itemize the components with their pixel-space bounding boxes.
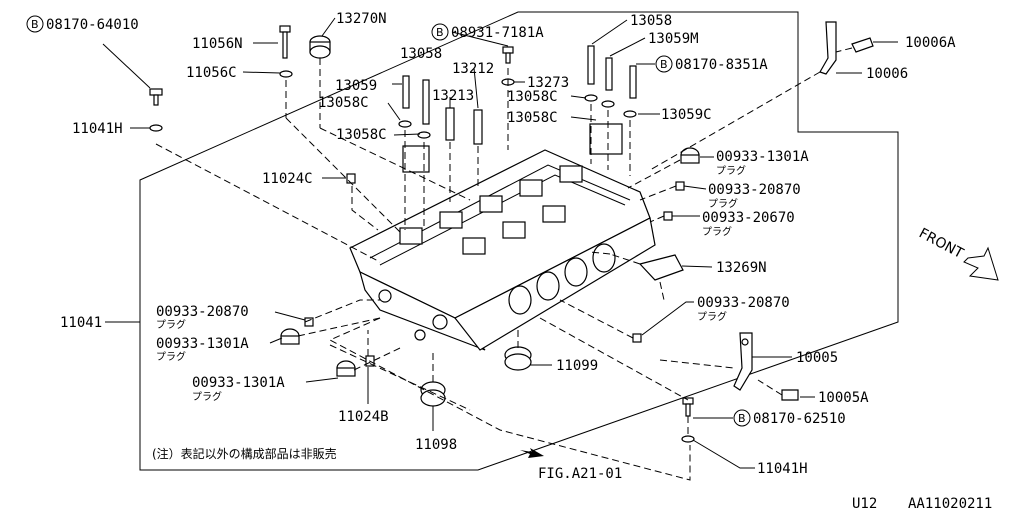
svg-text:B: B — [660, 58, 668, 71]
svg-text:B: B — [738, 412, 746, 425]
plug-text-7: プラグ — [192, 390, 222, 403]
label-10005: 10005 — [796, 350, 838, 366]
label-11056C: 11056C — [186, 65, 237, 81]
plug-text-6: プラグ — [156, 350, 186, 363]
label-00933-20670: 00933-20670 — [702, 210, 795, 226]
label-13213: 13213 — [432, 88, 474, 104]
label-13212: 13212 — [452, 61, 494, 77]
bolt-08931-7181A — [502, 46, 514, 64]
svg-text:B: B — [31, 18, 39, 31]
bracket-10005 — [733, 332, 799, 401]
footnote: (注）表記以外の構成部品は非販売 — [152, 446, 337, 461]
label-11098: 11098 — [415, 437, 457, 453]
label-08931-7181A: 08931-7181A — [451, 25, 544, 41]
plug-00933-20670 — [663, 211, 673, 221]
label-10006: 10006 — [866, 66, 908, 82]
footer-model-code: U12 — [852, 496, 877, 512]
label-13059C: 13059C — [661, 107, 712, 123]
front-marker: FRONT — [916, 225, 999, 281]
label-13058C-lower-left: 13058C — [336, 127, 387, 143]
plug-text-3: プラグ — [702, 225, 732, 238]
leader-lines — [102, 17, 898, 469]
label-08170-62510: 08170-62510 — [753, 411, 846, 427]
b-mark-08170-62510: B — [733, 409, 751, 427]
label-13269N: 13269N — [716, 260, 767, 276]
pin-11024C — [346, 173, 356, 184]
b-mark-08170-64010: B — [26, 15, 44, 33]
label-11099: 11099 — [556, 358, 598, 374]
label-13273: 13273 — [527, 75, 569, 91]
plug-00933-1301A-right — [680, 147, 700, 164]
label-13058-right: 13058 — [630, 13, 672, 29]
shield-13269N — [638, 254, 684, 281]
b-mark-08931-7181A: B — [431, 23, 449, 41]
bracket-10006 — [819, 21, 874, 75]
label-00933-20870-left: 00933-20870 — [156, 304, 249, 320]
label-00933-20870-right: 00933-20870 — [708, 182, 801, 198]
label-08170-64010: 08170-64010 — [46, 17, 139, 33]
label-13058-left: 13058 — [400, 46, 442, 62]
dashed-lines — [155, 47, 853, 481]
washer-11056C — [279, 70, 293, 78]
label-00933-20870-lower-right: 00933-20870 — [697, 295, 790, 311]
label-13058C-upper-right: 13058C — [507, 89, 558, 105]
washer-11041H-top — [149, 124, 163, 132]
plug-00933-20870-lower — [632, 333, 642, 343]
svg-text:B: B — [436, 26, 444, 39]
label-11024B: 11024B — [338, 409, 389, 425]
label-11024C: 11024C — [262, 171, 313, 187]
fig-reference-arrow — [520, 448, 544, 458]
label-13059M: 13059M — [648, 31, 699, 47]
b-mark-08170-8351A: B — [655, 55, 673, 73]
washer-11041H-bottom — [681, 435, 695, 443]
label-10005A: 10005A — [818, 390, 869, 406]
seal-11098 — [420, 381, 446, 407]
plug-text-4: プラグ — [697, 310, 727, 323]
bolt-08170-64010 — [149, 88, 163, 106]
label-11041H-bottom: 11041H — [757, 461, 808, 477]
seal-11099 — [504, 346, 532, 371]
footer-diagram-code: AA11020211 — [908, 496, 992, 512]
label-00933-1301A-left: 00933-1301A — [156, 336, 249, 352]
cylinder-head — [349, 149, 656, 351]
front-label: FRONT — [916, 225, 966, 262]
label-11056N: 11056N — [192, 36, 243, 52]
studs-left-group — [398, 75, 483, 173]
studs-right-group — [584, 45, 637, 155]
plug-00933-1301A-left — [280, 328, 300, 345]
plug-text-1: プラグ — [716, 164, 746, 177]
label-13059-left: 13059 — [335, 78, 377, 94]
label-10006A: 10006A — [905, 35, 956, 51]
label-08170-8351A: 08170-8351A — [675, 57, 768, 73]
label-00933-1301A-lower-left: 00933-1301A — [192, 375, 285, 391]
plug-00933-1301A-lower-left — [336, 360, 356, 377]
label-00933-1301A-right: 00933-1301A — [716, 149, 809, 165]
fig-reference[interactable]: FIG.A21-01 — [538, 466, 622, 482]
plug-00933-20870-right — [675, 181, 685, 191]
label-13058C-upper-left: 13058C — [318, 95, 369, 111]
bolt-08170-62510 — [682, 397, 694, 417]
plug-text-2: プラグ — [708, 197, 738, 210]
cap-13270N — [309, 35, 331, 59]
plug-text-5: プラグ — [156, 318, 186, 331]
assembly-frame — [139, 11, 899, 471]
label-11041H-top: 11041H — [72, 121, 123, 137]
label-13058C-lower-right: 13058C — [507, 110, 558, 126]
bolt-11056N — [279, 25, 291, 59]
label-13270N: 13270N — [336, 11, 387, 27]
label-11041: 11041 — [60, 315, 102, 331]
